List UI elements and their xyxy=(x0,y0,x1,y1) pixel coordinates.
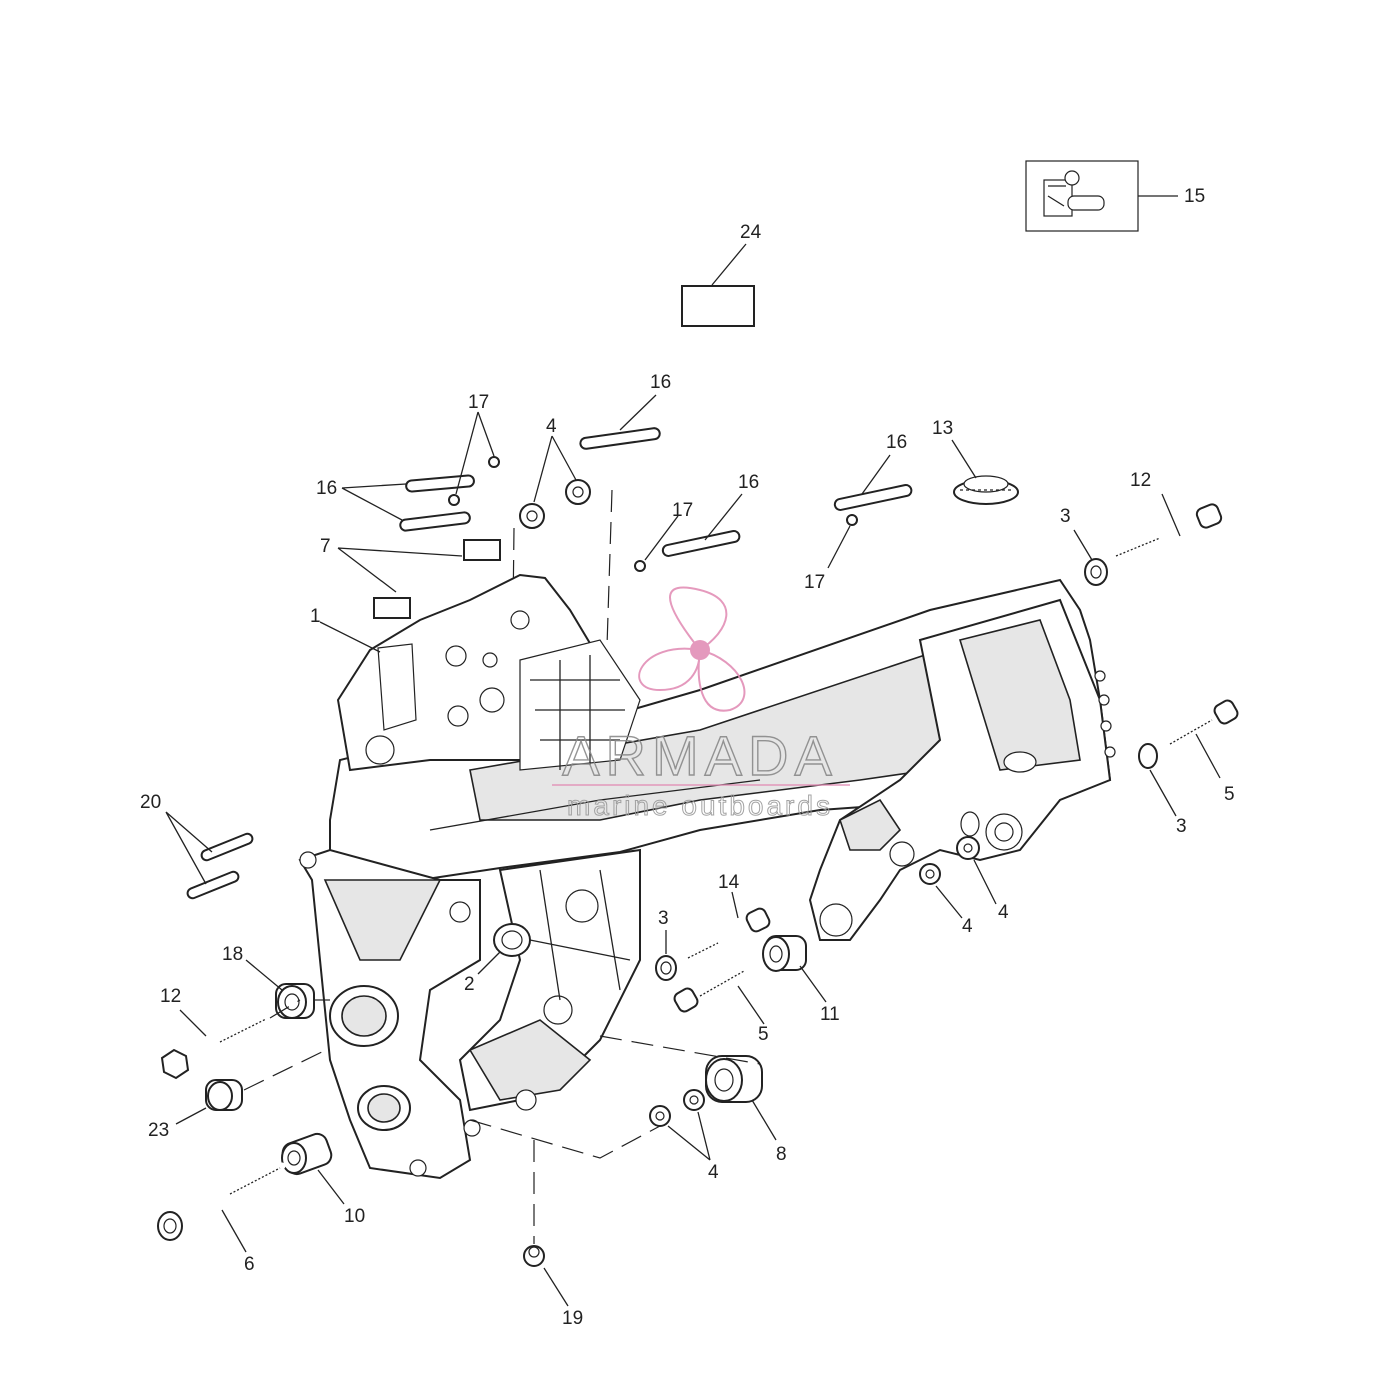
callout-17-center: 17 xyxy=(672,500,693,521)
callout-7: 7 xyxy=(320,536,331,557)
callout-3-right: 3 xyxy=(1176,816,1187,837)
propeller-logo-icon xyxy=(638,586,746,712)
leader-1 xyxy=(319,621,381,653)
main-frame-1 xyxy=(298,573,1116,1180)
callout-18: 18 xyxy=(222,944,243,965)
callout-5-right: 5 xyxy=(1224,784,1235,805)
bolt-5-center xyxy=(673,966,750,1013)
nuts-4-top xyxy=(519,479,591,529)
callout-12-right: 12 xyxy=(1130,470,1151,491)
bolt-14 xyxy=(682,907,771,964)
bush-10 xyxy=(281,1132,333,1176)
bush-18 xyxy=(275,983,315,1019)
callout-16-left: 16 xyxy=(316,478,337,499)
callout-12-left: 12 xyxy=(160,986,181,1007)
watermark-brand: ARMADA xyxy=(562,724,838,787)
thumbnail-inset xyxy=(1025,160,1139,232)
leader-7 xyxy=(337,547,463,593)
callout-4-right-a: 4 xyxy=(962,916,973,937)
callout-23: 23 xyxy=(148,1120,169,1141)
callout-16-center: 16 xyxy=(738,472,759,493)
pins-16 xyxy=(399,427,913,557)
callout-10: 10 xyxy=(344,1206,365,1227)
callout-labels: 1 2 3 3 3 4 4 4 4 5 5 6 7 8 10 11 12 12 … xyxy=(140,186,1235,1329)
leader-24 xyxy=(711,243,747,286)
callout-4-top: 4 xyxy=(546,416,557,437)
washer-3-right xyxy=(1138,743,1158,769)
bush-23 xyxy=(205,1079,243,1111)
bearing-13 xyxy=(953,475,1019,505)
callout-24: 24 xyxy=(740,222,762,243)
callout-11: 11 xyxy=(820,1004,840,1025)
callout-16-right: 16 xyxy=(886,432,907,453)
bolt-12-left xyxy=(160,1014,272,1080)
callout-16-top: 16 xyxy=(650,372,671,393)
callout-3-upper: 3 xyxy=(1060,506,1071,527)
armada-watermark: ARMADA marine outboards xyxy=(552,586,850,822)
watermark-tagline: marine outboards xyxy=(567,790,833,821)
decal-7-lower xyxy=(373,597,411,619)
decal-7-upper xyxy=(463,539,501,561)
bush-8 xyxy=(705,1055,763,1103)
callout-2: 2 xyxy=(464,974,475,995)
callout-13: 13 xyxy=(932,418,953,439)
callout-19: 19 xyxy=(562,1308,583,1329)
callout-20: 20 xyxy=(140,792,161,813)
callout-15: 15 xyxy=(1184,186,1205,207)
callout-6: 6 xyxy=(244,1254,255,1275)
bolt-5-right xyxy=(1162,699,1239,750)
callout-3-center: 3 xyxy=(658,908,669,929)
callout-8: 8 xyxy=(776,1144,787,1165)
nut-19 xyxy=(523,1245,545,1267)
callout-14: 14 xyxy=(718,872,740,893)
callout-4-right-b: 4 xyxy=(998,902,1009,923)
callout-17-right: 17 xyxy=(804,572,825,593)
callout-4-bottom: 4 xyxy=(708,1162,719,1183)
spacer-11 xyxy=(762,935,807,972)
callout-5-center: 5 xyxy=(758,1024,769,1045)
screws-17 xyxy=(448,456,858,572)
nuts-4-right xyxy=(919,836,980,885)
bush-2 xyxy=(493,923,531,957)
bolt-12-right xyxy=(1106,503,1223,564)
pins-20 xyxy=(186,832,254,900)
nuts-4-bottom xyxy=(649,1089,705,1127)
callout-1: 1 xyxy=(310,606,321,627)
label-plate-24 xyxy=(681,285,755,327)
callout-17-top: 17 xyxy=(468,392,489,413)
bolt-6 xyxy=(157,1162,286,1241)
